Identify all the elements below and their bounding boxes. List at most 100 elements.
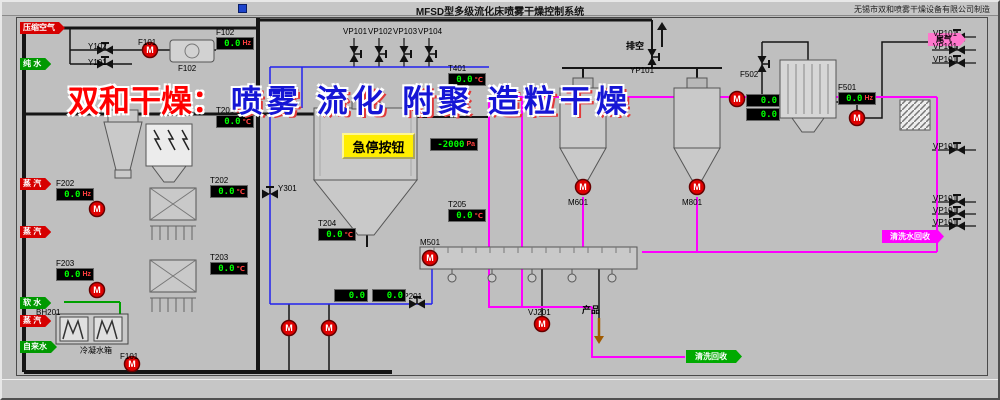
digital-display: 0.0 <box>746 94 780 107</box>
display-value: 0.0 <box>326 229 343 240</box>
display-value: 0.0 <box>760 109 777 120</box>
equipment-tag: Y102 <box>88 42 107 51</box>
equipment-tag: M501 <box>420 238 441 247</box>
display-value: 0.0 <box>760 95 777 106</box>
display-tag: F102 <box>216 28 235 37</box>
valve-icon[interactable] <box>949 206 965 219</box>
display-tag: T203 <box>210 253 229 262</box>
equipment-tag: F101 <box>138 38 157 47</box>
equipment-tag: M601 <box>568 198 589 207</box>
pump-icon[interactable]: M <box>123 355 141 373</box>
pump-icon[interactable]: M <box>533 315 551 333</box>
air-heater-2 <box>149 259 197 312</box>
pump-icon[interactable]: M <box>88 200 106 218</box>
display-unit: Hz <box>864 95 873 102</box>
display-tag: T401 <box>448 64 467 73</box>
pipe <box>762 41 809 60</box>
equipment-tag: VP103 <box>393 27 418 36</box>
valve-icon[interactable] <box>349 46 362 62</box>
valve-icon[interactable] <box>949 55 965 68</box>
equipment-tag: VP102 <box>368 27 393 36</box>
pump-icon[interactable]: M <box>421 249 439 267</box>
air-heater-1 <box>149 187 197 240</box>
display-box: 0.0 <box>746 108 780 121</box>
valve-icon[interactable] <box>647 49 660 65</box>
pump-icon[interactable]: M <box>688 178 706 196</box>
display-box: 0.0℃ <box>210 185 248 198</box>
pump-icon[interactable]: M <box>728 90 746 108</box>
equipment-tag: VP101 <box>933 142 958 151</box>
display-value: 0.0 <box>846 93 863 104</box>
title-bar: MFSD型多级流化床喷雾干燥控制系统 无锡市双和喷雾干燥设备有限公司制造 <box>2 2 998 18</box>
equipment-tag: 排空 <box>626 41 645 51</box>
digital-display: 0.0 <box>372 289 406 302</box>
equipment-tag: F502 <box>740 70 759 79</box>
pump-icon[interactable]: M <box>848 109 866 127</box>
display-unit: ℃ <box>236 265 245 273</box>
valve-icon[interactable] <box>949 218 965 231</box>
display-unit: Hz <box>82 271 91 278</box>
equipment-tag: VP101 <box>933 218 958 227</box>
flow-label: 尾气 <box>928 33 966 46</box>
equipment-tag: BH201 <box>36 308 61 317</box>
valve-icon[interactable] <box>949 142 965 155</box>
fluid-bed-dryer <box>419 246 638 283</box>
display-unit: Hz <box>82 191 91 198</box>
emergency-stop-button[interactable]: 急停按钮 <box>342 133 415 159</box>
valve-icon[interactable] <box>374 46 387 62</box>
valve-icon[interactable] <box>949 194 965 207</box>
pump-icon[interactable]: M <box>88 281 106 299</box>
display-value: 0.0 <box>348 290 365 301</box>
source-label: 自来水 <box>20 341 57 353</box>
source-label: 蒸 汽 <box>20 226 51 238</box>
equipment-tag: VP101 <box>933 194 958 203</box>
svg-text:M: M <box>693 182 701 192</box>
exhaust-filter <box>899 99 931 131</box>
valve-icon[interactable] <box>424 46 437 62</box>
equipment-tag: VP101 <box>933 206 958 215</box>
pump-icon[interactable]: M <box>141 41 159 59</box>
valve-icon[interactable] <box>97 56 113 69</box>
display-box: 0.0℃ <box>216 115 254 128</box>
source-label: 软 水 <box>20 297 51 309</box>
source-label: 蒸 汽 <box>20 315 51 327</box>
valve-icon[interactable] <box>409 296 425 309</box>
display-tag: T205 <box>448 200 467 209</box>
equipment-tag: Y301 <box>278 184 297 193</box>
pump-icon[interactable]: M <box>280 319 298 337</box>
heat-exchanger <box>779 59 837 133</box>
display-tag: F203 <box>56 259 75 268</box>
valve-icon[interactable] <box>97 42 113 55</box>
equipment-tag: VP101 <box>933 55 958 64</box>
display-unit: ℃ <box>474 212 483 220</box>
window-icon[interactable] <box>238 4 247 13</box>
schematic-frame <box>16 17 988 376</box>
equipment-tag: 冷凝水箱 <box>80 346 112 355</box>
condensate-tank <box>55 313 129 345</box>
pump-icon[interactable]: M <box>574 178 592 196</box>
display-box: 0.0℃ <box>318 228 356 241</box>
equipment-tag: VP201 <box>398 292 423 301</box>
pump-icon[interactable]: M <box>320 319 338 337</box>
valve-icon[interactable] <box>757 56 770 72</box>
display-value: 0.0 <box>64 269 81 280</box>
equipment-tag: F101 <box>120 352 139 361</box>
flow-label: 清洗回收 <box>686 350 742 363</box>
source-label: 压缩空气 <box>20 22 65 34</box>
watermark: 双和干燥：喷雾 流化 附聚 造粒干燥 <box>68 76 632 121</box>
valve-icon[interactable] <box>262 186 278 199</box>
display-tag: T204 <box>318 219 337 228</box>
fan-f102 <box>169 39 215 63</box>
watermark-brand: 双和干燥： <box>68 84 223 119</box>
pipe <box>591 307 685 358</box>
valve-icon[interactable] <box>399 46 412 62</box>
